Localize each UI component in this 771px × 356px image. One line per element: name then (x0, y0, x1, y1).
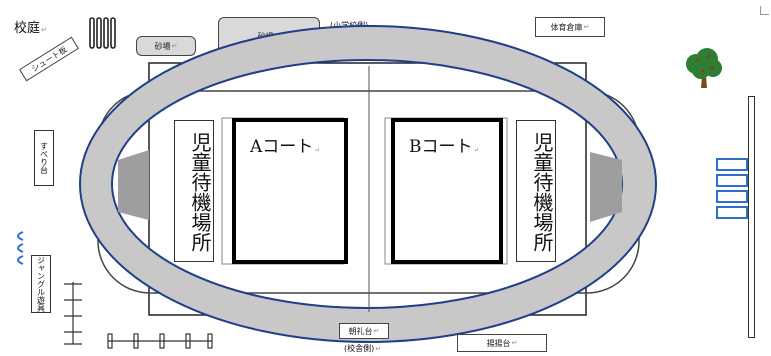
ladder-icon (64, 282, 82, 345)
school-side-label: (校舎側)↵ (344, 344, 382, 353)
swing-chevrons-icon (17, 231, 24, 265)
right-wall (748, 96, 755, 338)
bench-boxes-icon (716, 158, 748, 219)
schoolyard-title: 校庭↵ (14, 21, 47, 36)
slide-sign: すべり台 (34, 130, 54, 186)
fence-icon (89, 17, 116, 49)
waiting-area-left: 児童待機場所 (174, 120, 214, 262)
horizontal-bars-icon (107, 333, 213, 349)
tree-icon (686, 48, 722, 88)
court-a-label: Aコート↵ (250, 137, 321, 157)
sand-pit-small: 砂場↵ (136, 36, 196, 56)
court-b-label: Bコート↵ (409, 137, 480, 157)
ceremony-stand: 揚揚台↵ (457, 334, 547, 352)
court-a: Aコート↵ (232, 118, 348, 264)
waiting-area-right: 児童待機場所 (516, 120, 556, 262)
court-b: Bコート↵ (391, 118, 503, 264)
jungle-gym-sign: ジャングル遊具 (31, 255, 51, 313)
corner-mark (760, 6, 769, 15)
morning-stand: 朝礼台↵ (339, 323, 389, 339)
equipment-shed: 体育倉庫↵ (535, 17, 605, 37)
